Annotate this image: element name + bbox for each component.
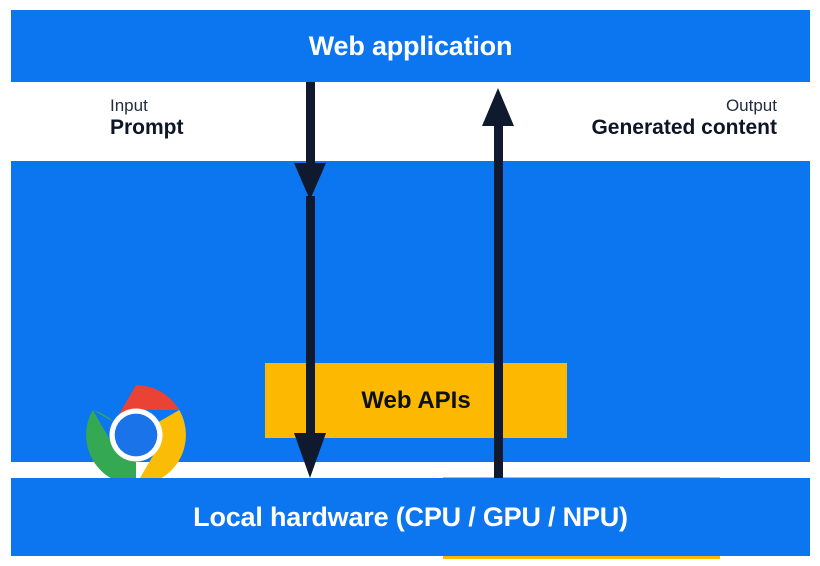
browser-block: Browser — [63, 383, 208, 533]
output-flow-label: Output Generated content — [591, 96, 777, 141]
chrome-logo-icon — [85, 385, 186, 485]
input-arrow-head-lower — [294, 433, 326, 478]
output-value: Generated content — [591, 116, 777, 140]
band-local-hardware-label: Local hardware (CPU / GPU / NPU) — [193, 501, 628, 532]
input-arrow-head-upper — [294, 163, 326, 200]
band-browser: Browser Web APIs Built-in models and run… — [11, 161, 810, 559]
box-web-apis[interactable]: Web APIs — [265, 363, 567, 438]
output-arrow-shaft — [494, 123, 503, 478]
band-web-application: Web application — [11, 10, 810, 82]
input-arrow-shaft-lower — [306, 196, 315, 434]
input-value: Prompt — [110, 116, 184, 140]
band-local-hardware: Local hardware (CPU / GPU / NPU) — [11, 478, 810, 556]
band-web-application-label: Web application — [308, 30, 513, 61]
output-arrow-head — [482, 88, 514, 126]
input-arrow-shaft-upper — [306, 82, 315, 164]
input-flow-label: Input Prompt — [110, 96, 184, 141]
box-web-apis-label: Web APIs — [361, 386, 471, 414]
input-caption: Input — [110, 96, 148, 115]
output-caption: Output — [725, 96, 777, 115]
